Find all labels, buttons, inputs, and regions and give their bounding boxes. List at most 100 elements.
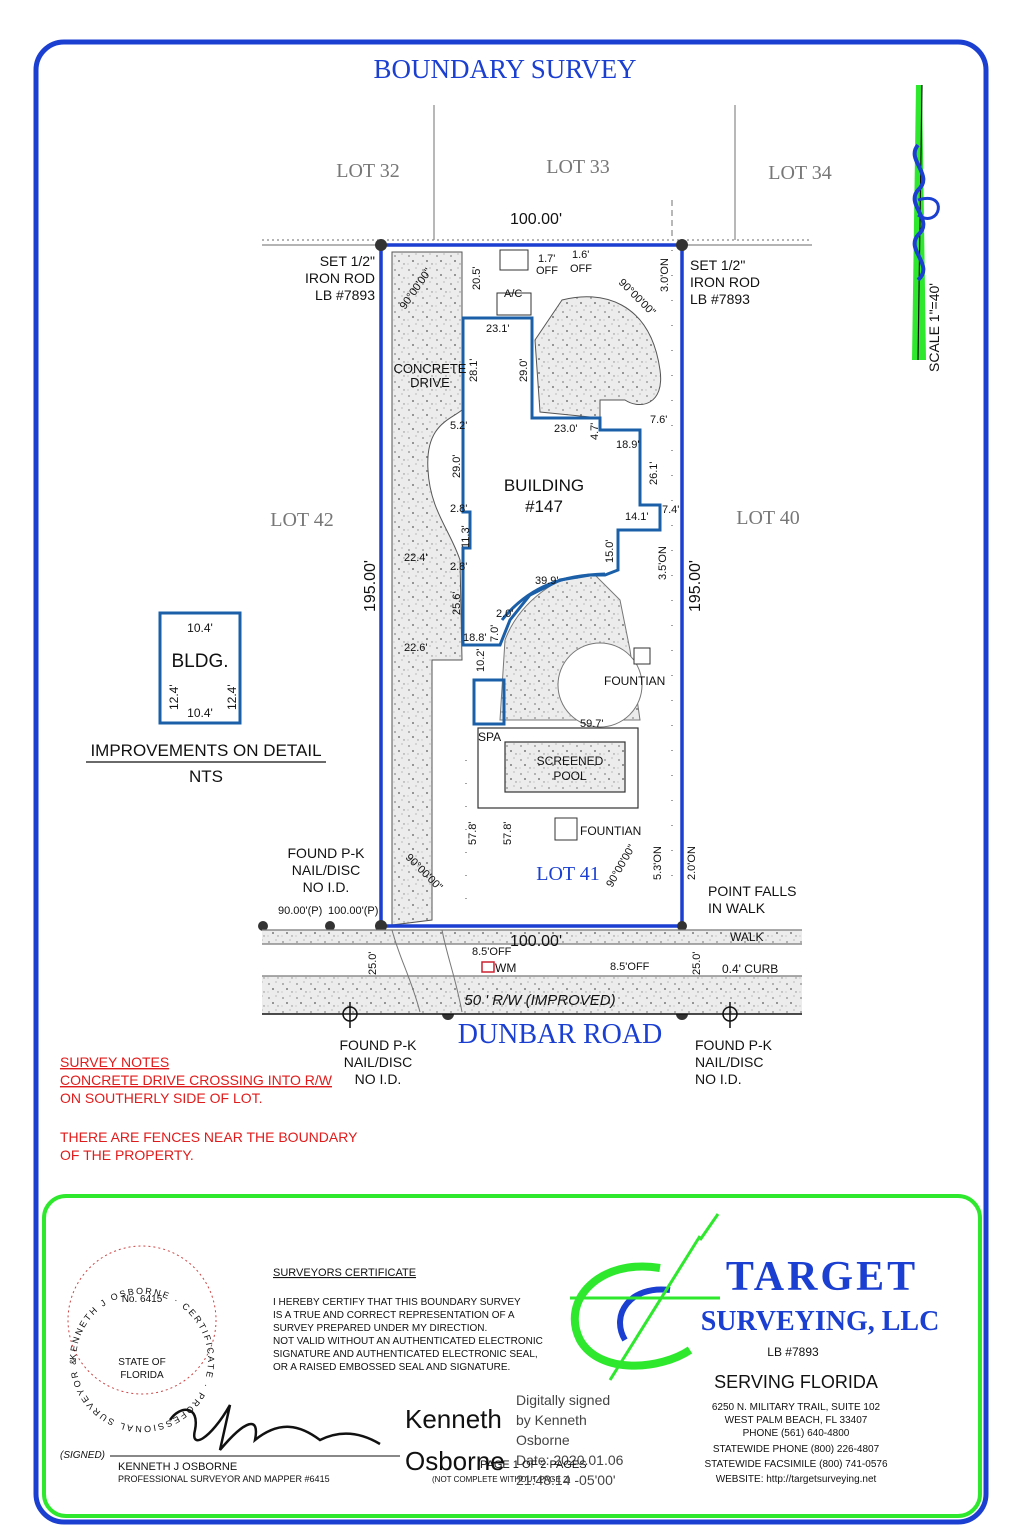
- seal-number: No. 6415: [122, 1294, 163, 1305]
- fountain-circle: [557, 642, 643, 728]
- nw-corner-line-3: LB #7893: [315, 287, 375, 303]
- dim-top: 100.00': [510, 211, 562, 228]
- fountain-box: [554, 817, 578, 841]
- dim-28-1: 28.1': [468, 358, 480, 382]
- pool-label-2: POOL: [553, 769, 587, 783]
- dim-18-9: 18.9': [616, 439, 640, 451]
- certificate-line-5: SIGNATURE AND AUTHENTICATED ELECTRONIC S…: [273, 1349, 538, 1360]
- detail-building-box: [158, 611, 242, 725]
- notes-line-4: OF THE PROPERTY.: [60, 1147, 194, 1163]
- nw-corner-line-1: SET 1/2": [320, 253, 375, 269]
- concrete-drive: [391, 251, 463, 926]
- signature-image: [168, 1404, 381, 1451]
- dim-25-6: 25.6': [451, 591, 463, 615]
- survey-title: BOUNDARY SURVEY: [373, 54, 636, 84]
- equipment-pad: [499, 249, 529, 271]
- angle-se: 90°00'00": [604, 843, 638, 890]
- dim-59-7: 59.7': [580, 718, 604, 730]
- spa-label: SPA: [478, 730, 501, 744]
- dim-11-3: 11.3': [460, 525, 472, 548]
- lot-33-label: LOT 33: [546, 156, 610, 178]
- dim-off-b: OFF: [570, 263, 592, 275]
- surveyor-seal: KENNETH J OSBORNE · CERTIFICATE · PROFES…: [0, 0, 217, 1434]
- dim-off-1-7: 1.7': [538, 253, 555, 265]
- right-of-way-label: 50 ' R/W (IMPROVED): [464, 992, 615, 1009]
- surveyor-name: KENNETH J OSBORNE: [118, 1461, 237, 1473]
- dim-7-6: 7.6': [650, 414, 667, 426]
- north-arrow-icon: [912, 84, 940, 361]
- water-meter-icon: [481, 961, 495, 973]
- dim-23-1: 23.1': [486, 323, 510, 335]
- dim-5-2: 5.2': [450, 420, 467, 432]
- lot-32-label: LOT 32: [336, 160, 400, 182]
- dim-14-1: 14.1': [625, 511, 649, 523]
- digital-line-3: Osborne: [516, 1432, 570, 1448]
- fountain-label-1: FOUNTIAN: [604, 674, 665, 688]
- property-boundary: [379, 243, 684, 928]
- company-name-1: TARGET: [726, 1254, 918, 1300]
- bl-corner-line-1: FOUND P-K: [340, 1037, 418, 1053]
- dim-39-9: 39.9': [535, 575, 559, 587]
- company-website: WEBSITE: http://targetsurveying.net: [716, 1474, 877, 1485]
- dim-4-7: 4.7': [589, 423, 601, 440]
- company-fax: STATEWIDE FACSIMILE (800) 741-0576: [704, 1459, 887, 1470]
- dim-29-0-a: 29.0': [518, 358, 530, 382]
- dim-57-8-b: 57.8': [502, 821, 514, 845]
- certificate-heading: SURVEYORS CERTIFICATE: [273, 1267, 416, 1279]
- sw-corner-line-2: NAIL/DISC: [292, 862, 360, 878]
- curb-label: 0.4' CURB: [722, 962, 778, 976]
- completeness-note: (NOT COMPLETE WITHOUT PAGE 2): [432, 1475, 571, 1484]
- company-name-2: SURVEYING, LLC: [701, 1306, 940, 1337]
- certificate-line-4: NOT VALID WITHOUT AN AUTHENTICATED ELECT…: [273, 1336, 543, 1347]
- scale-label: SCALE 1"=40': [926, 283, 942, 372]
- detail-left-dim: 12.4': [167, 684, 181, 710]
- dim-3-0-on: 3.0'ON: [659, 258, 671, 292]
- seal-state-1: STATE OF: [118, 1357, 165, 1368]
- dim-left: 195.00': [362, 560, 379, 612]
- digital-line-1: Digitally signed: [516, 1392, 610, 1408]
- pool-screen-enclosure: [477, 727, 639, 809]
- dim-8-5-off-a: 8.5'OFF: [472, 946, 512, 958]
- dim-5-3-on: 5.3'ON: [652, 846, 664, 880]
- lot-41-label: LOT 41: [536, 863, 600, 885]
- sw-corner-line-3: NO I.D.: [303, 879, 350, 895]
- dim-2-0-on: 2.0'ON: [686, 846, 698, 880]
- detail-caption-2: NTS: [189, 767, 223, 786]
- notes-line-2: ON SOUTHERLY SIDE OF LOT.: [60, 1090, 263, 1106]
- fence-marks: [465, 250, 673, 920]
- detail-bottom-dim: 10.4': [187, 706, 213, 720]
- certificate-line-6: OR A RAISED EMBOSSED SEAL AND SIGNATURE.: [273, 1362, 510, 1373]
- dim-22-6: 22.6': [404, 642, 428, 654]
- ne-corner-line-3: LB #7893: [690, 291, 750, 307]
- dim-2-8-a: 2.8': [450, 503, 467, 515]
- lot-42-label: LOT 42: [270, 509, 334, 531]
- certificate-line-3: SURVEY PREPARED UNDER MY DIRECTION.: [273, 1323, 487, 1334]
- dim-3-5-on: 3.5'ON: [657, 546, 669, 580]
- surveyor-title: PROFESSIONAL SURVEYOR AND MAPPER #6415: [118, 1474, 330, 1484]
- centerline-icons: [342, 1002, 738, 1028]
- detail-right-dim: 12.4': [225, 684, 239, 710]
- patio-area: [534, 296, 662, 419]
- dim-100-p: 100.00'(P): [328, 905, 378, 917]
- nw-corner-line-2: IRON ROD: [305, 270, 375, 286]
- dim-90-p: 90.00'(P): [278, 905, 322, 917]
- br-corner-line-1: FOUND P-K: [695, 1037, 773, 1053]
- certificate-line-1: I HEREBY CERTIFY THAT THIS BOUNDARY SURV…: [273, 1297, 521, 1308]
- dim-15-0: 15.0': [604, 539, 616, 563]
- dim-7-4: 7.4': [662, 504, 679, 516]
- drive-label-2: DRIVE: [410, 375, 450, 390]
- sw-corner-line-1: FOUND P-K: [288, 845, 366, 861]
- seal-state-2: FLORIDA: [120, 1370, 164, 1381]
- company-license: LB #7893: [767, 1345, 819, 1359]
- ac-unit: [496, 292, 532, 316]
- company-statewide-phone: STATEWIDE PHONE (800) 226-4807: [713, 1444, 880, 1455]
- digital-name-1: Kenneth: [405, 1404, 502, 1434]
- ne-corner-line-2: IRON ROD: [690, 274, 760, 290]
- dim-57-8-a: 57.8': [467, 821, 479, 845]
- company-address-2: WEST PALM BEACH, FL 33407: [725, 1415, 868, 1426]
- dim-23-0: 23.0': [554, 423, 578, 435]
- dim-8-5-off-b: 8.5'OFF: [610, 961, 650, 973]
- dim-off-1-6: 1.6': [572, 249, 589, 261]
- walk-point-line-1: POINT FALLS: [708, 883, 796, 899]
